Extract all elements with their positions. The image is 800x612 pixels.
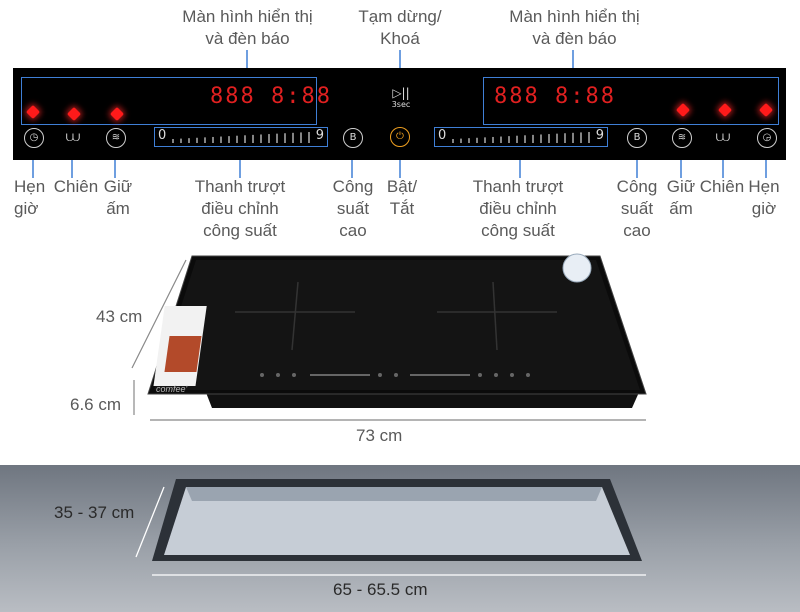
warm-left-line1: Giữ — [103, 177, 133, 196]
cutout-width-dimension: 65 - 65.5 cm — [333, 580, 428, 599]
slider-left-line2: điều chỉnh — [201, 199, 279, 218]
boost-right-line2: suất — [620, 199, 654, 218]
pan-icon: ⩊ — [65, 128, 81, 144]
display-right-line1: Màn hình hiển thị — [509, 7, 640, 26]
clock-icon: ◶ — [762, 132, 772, 143]
slider-right-line2: điều chỉnh — [479, 199, 557, 218]
steam-icon: ≋ — [677, 132, 687, 143]
slider-left[interactable]: 0 9 — [154, 127, 328, 147]
warm-left-button[interactable]: ≋ — [106, 128, 126, 148]
fry-left-button[interactable]: ⩊ — [62, 128, 84, 148]
width-dimension: 73 cm — [356, 426, 403, 445]
fry-left-label: Chiên — [53, 177, 99, 196]
warm-right-line2: ấm — [669, 199, 693, 218]
boost-right-label: Công suất cao — [614, 176, 660, 242]
slider-right[interactable]: 0 9 — [434, 127, 608, 147]
cutout-floor — [164, 487, 630, 555]
timer-right-line2: giờ — [751, 199, 777, 218]
power-line2: Tắt — [389, 199, 415, 218]
badge-icon — [562, 253, 592, 283]
timer-left-line1: Hẹn — [14, 177, 46, 196]
display-right-line2: và đèn báo — [532, 29, 617, 48]
boost-left-line3: cao — [339, 221, 367, 240]
display-left-line1: Màn hình hiển thị — [182, 7, 313, 26]
lock-hint: 3sec — [391, 100, 411, 109]
timer-left-line2: giờ — [14, 199, 39, 218]
slider-right-max: 9 — [595, 128, 604, 143]
display-left-box — [21, 77, 317, 125]
pan-icon: ⩊ — [715, 128, 731, 144]
sticker-food-image — [164, 336, 202, 372]
boost-right-button[interactable]: B — [627, 128, 647, 148]
timer-left-button[interactable]: ◷ — [24, 128, 44, 148]
slider-right-line1: Thanh trượt — [472, 177, 564, 196]
pause-lock-button[interactable]: ▷|| 3sec — [386, 86, 416, 109]
callout-lines — [32, 50, 767, 178]
power-icon: ⏻ — [396, 131, 404, 142]
fry-right-button[interactable]: ⩊ — [712, 128, 734, 148]
slider-left-line1: Thanh trượt — [194, 177, 286, 196]
timer-left-label: Hẹn giờ — [14, 176, 45, 220]
pause-lock-line1: Tạm dừng/ — [358, 7, 442, 26]
boost-right-line1: Công — [616, 177, 658, 196]
boost-left-line2: suất — [336, 199, 370, 218]
warm-left-label: Giữ ấm — [100, 176, 136, 220]
display-right-box — [483, 77, 779, 125]
clock-icon: ◷ — [29, 132, 39, 143]
brand-logo: comfee' — [156, 384, 188, 394]
power-label: Bật/ Tắt — [380, 176, 424, 220]
cutout-wall — [186, 487, 602, 501]
boost-left-button[interactable]: B — [343, 128, 363, 148]
slider-right-label: Thanh trượt điều chỉnh công suất — [458, 176, 578, 242]
cutout-illustration — [135, 479, 646, 576]
display-digits-left: 888 8:88 — [210, 84, 332, 109]
hob-glass-inner — [154, 260, 640, 390]
timer-right-line1: Hẹn — [748, 177, 780, 196]
slider-left-max: 9 — [315, 128, 324, 143]
slider-right-line3: công suất — [481, 221, 555, 240]
pause-lock-line2: Khoá — [380, 29, 420, 48]
power-line1: Bật/ — [386, 177, 418, 196]
display-right-label: Màn hình hiển thị và đèn báo — [497, 6, 652, 50]
display-digits-right: 888 8:88 — [494, 84, 616, 109]
slider-left-ticks — [172, 132, 310, 143]
hob-illustration — [131, 253, 647, 421]
slider-right-ticks — [452, 132, 590, 143]
display-left-label: Màn hình hiển thị và đèn báo — [170, 6, 325, 50]
display-left-line2: và đèn báo — [205, 29, 290, 48]
height-dimension: 6.6 cm — [70, 395, 122, 414]
depth-dimension: 43 cm — [96, 307, 143, 326]
steam-icon: ≋ — [111, 132, 121, 143]
boost-icon: B — [633, 132, 641, 143]
warm-right-line1: Giữ — [666, 177, 696, 196]
power-button[interactable]: ⏻ — [390, 127, 410, 147]
timer-right-button[interactable]: ◶ — [757, 128, 777, 148]
boost-icon: B — [349, 132, 357, 143]
warm-right-button[interactable]: ≋ — [672, 128, 692, 148]
warm-right-label: Giữ ấm — [663, 176, 699, 220]
boost-left-label: Công suất cao — [330, 176, 376, 242]
cutout-depth-dimension: 35 - 37 cm — [54, 503, 135, 522]
boost-left-line1: Công — [332, 177, 374, 196]
slider-left-line3: công suất — [203, 221, 277, 240]
pause-lock-label: Tạm dừng/ Khoá — [345, 6, 455, 50]
slider-left-min: 0 — [158, 128, 167, 143]
slider-left-label: Thanh trượt điều chỉnh công suất — [180, 176, 300, 242]
boost-right-line3: cao — [623, 221, 651, 240]
pause-icon: ▷|| — [392, 86, 410, 100]
fry-right-label: Chiên — [699, 177, 745, 196]
warm-left-line2: ấm — [106, 199, 130, 218]
slider-right-min: 0 — [438, 128, 447, 143]
timer-right-label: Hẹn giờ — [746, 176, 782, 220]
